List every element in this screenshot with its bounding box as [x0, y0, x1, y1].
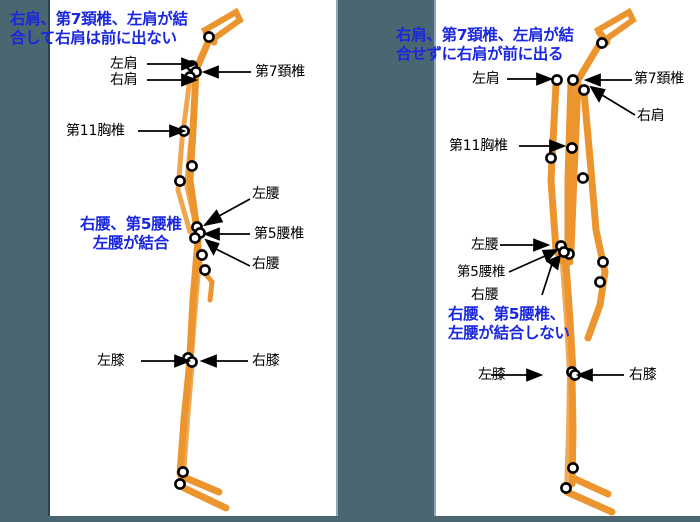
left-label-c7: 第7頚椎 — [255, 64, 306, 80]
left-label-right-waist: 右腰 — [252, 256, 280, 272]
right-panel-note: 右肩、第7頚椎、左肩が結 合せずに右肩が前に出る — [396, 26, 574, 63]
left-label-right-shoulder: 右肩 — [110, 72, 138, 88]
right-label-right-waist: 右腰 — [471, 287, 499, 303]
right-label-left-waist: 左腰 — [471, 237, 499, 253]
right-label-left-shoulder: 左肩 — [472, 71, 500, 87]
right-label-l5: 第5腰椎 — [457, 264, 506, 280]
left-label-left-knee: 左膝 — [97, 353, 125, 369]
right-panel-hip-note: 右腰、第5腰椎、 左腰が結合しない — [448, 305, 570, 342]
right-label-right-knee: 右膝 — [629, 367, 657, 383]
right-label-left-knee: 左膝 — [478, 367, 506, 383]
left-label-left-waist: 左腰 — [252, 186, 280, 202]
right-label-t11: 第11胸椎 — [449, 138, 508, 154]
left-label-l5: 第5腰椎 — [254, 226, 305, 242]
left-panel-hip-note: 右腰、第5腰椎 左腰が結合 — [80, 215, 182, 252]
left-panel-note: 右肩、第7頚椎、左肩が結 合して右肩は前に出ない — [10, 10, 188, 47]
left-label-t11: 第11胸椎 — [66, 123, 125, 139]
right-label-right-shoulder: 右肩 — [637, 108, 665, 124]
left-label-right-knee: 右膝 — [252, 353, 280, 369]
right-label-c7: 第7頚椎 — [634, 71, 685, 87]
left-label-left-shoulder: 左肩 — [110, 56, 138, 72]
